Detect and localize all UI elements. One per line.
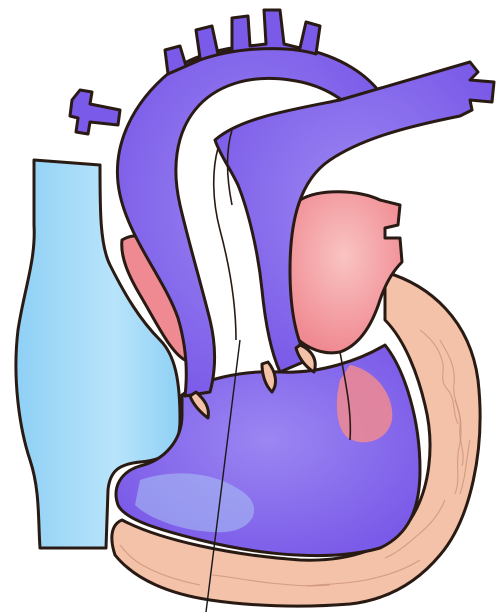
left-atrium (286, 192, 402, 353)
left-branch-vessel (70, 90, 120, 134)
